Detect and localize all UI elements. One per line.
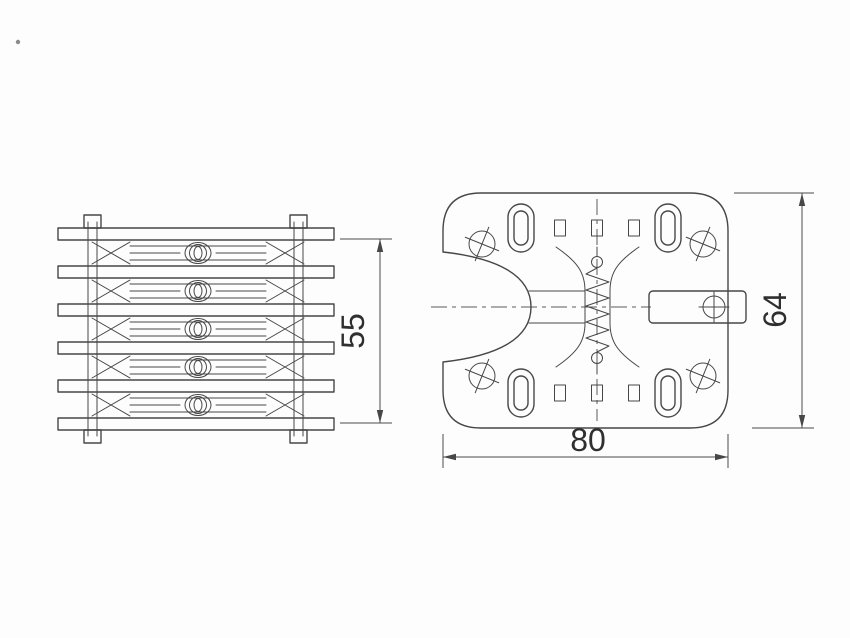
left-tie-rod [83,214,102,444]
oval-slot [654,203,682,253]
terminal-screw [698,291,730,323]
side-view [57,214,335,444]
oval-slot [507,203,535,253]
heating-element-row [91,241,305,265]
corner-screw [679,352,727,400]
heating-element-row [91,393,305,417]
fin-plate [57,265,335,279]
vent-slot [554,384,566,402]
corner-screw [458,220,506,268]
dimension-64: 64 [734,192,814,429]
fin-plate [57,417,335,431]
heating-element-row [91,317,305,341]
plate-outline [442,192,729,429]
fin-plate [57,379,335,393]
print-artifact-speck [15,39,21,45]
oval-slot [654,368,682,418]
dim-64-label: 64 [757,292,793,328]
fin-plate [57,227,335,241]
terminal-tab [648,290,747,324]
dim-80-label: 80 [570,422,606,458]
corner-screw [679,220,727,268]
dimension-55: 55 [335,238,392,424]
front-view [431,192,747,429]
vent-slot [628,219,640,237]
center-cutout [528,246,640,368]
vent-slot [554,219,566,237]
fin-plate [57,341,335,355]
dimension-80: 80 [442,422,729,468]
spring-assembly [585,246,610,375]
heating-element-row [91,279,305,303]
spring-coil [585,267,610,353]
fin-plate [57,303,335,317]
vent-slot [628,384,640,402]
dim-55-label: 55 [335,313,371,349]
corner-screw [458,352,506,400]
heating-element-row [91,355,305,379]
oval-slot [507,368,535,418]
